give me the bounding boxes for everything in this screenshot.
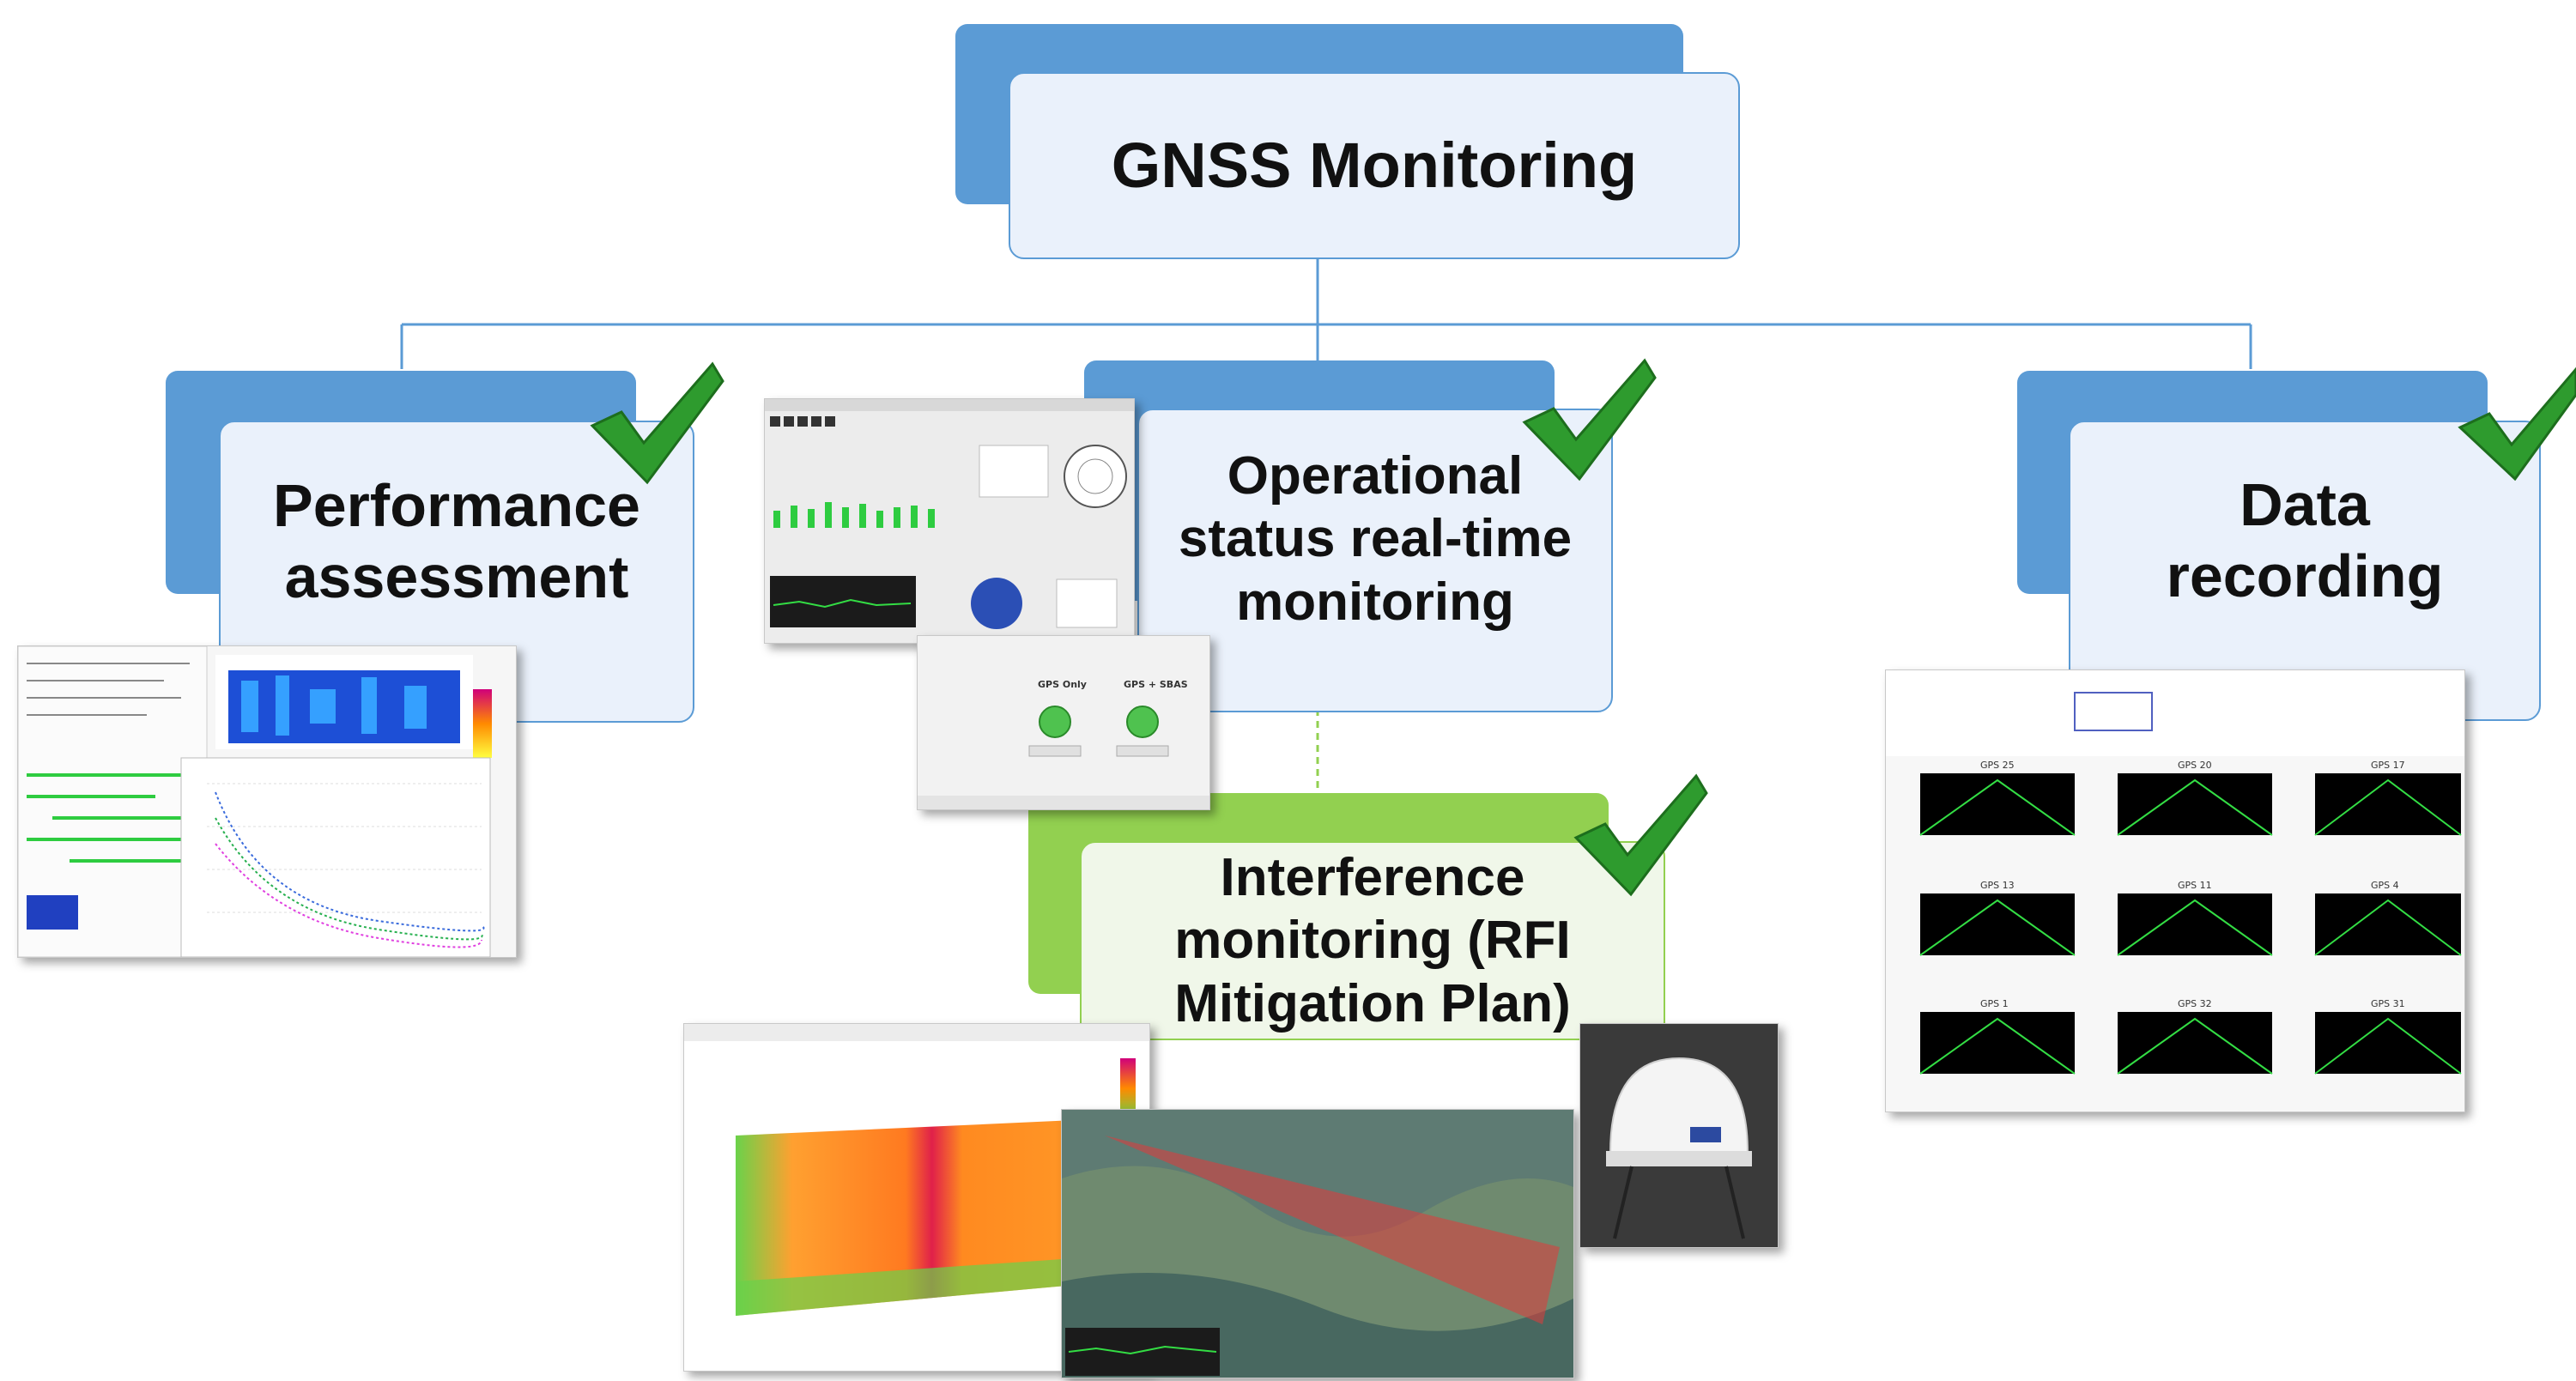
operational-screenshot [764,398,1135,644]
gps-only-label: GPS Only [1038,679,1087,690]
check-icon [2458,366,2576,481]
operational-label-line1: Operational [1227,446,1524,506]
recording-label-line1: Data [2240,471,2370,539]
recording-label-line2: recording [2166,542,2444,609]
grid-cell-label: GPS 20 [2178,760,2212,771]
operational-label-line3: monitoring [1236,572,1514,632]
check-icon [590,361,724,485]
grid-cell-label: GPS 4 [2371,880,2399,891]
interference-node: Interference monitoring (RFI Mitigation … [1080,841,1665,1040]
root-node: GNSS Monitoring [1009,72,1740,259]
root-title: GNSS Monitoring [1111,130,1638,202]
grid-cell-label: GPS 32 [2178,998,2212,1009]
performance-label-line2: assessment [284,543,629,610]
grid-cell-label: GPS 11 [2178,880,2212,891]
antenna-photo [1579,1023,1779,1248]
status-panel-screenshot: GPS Only GPS + SBAS [917,635,1210,810]
recording-screenshot: GPS 25 GPS 20 GPS 17 GPS 13 GPS 11 GPS 4… [1885,669,2465,1112]
performance-screenshot [17,645,517,958]
gps-sbas-label: GPS + SBAS [1124,679,1188,690]
operational-label-line2: status real-time [1178,509,1573,569]
interference-label-line1: Interference [1220,848,1525,908]
grid-cell-label: GPS 25 [1980,760,2015,771]
interference-label-line2: monitoring (RFI [1174,911,1571,971]
grid-cell-label: GPS 13 [1980,880,2015,891]
grid-cell-label: GPS 17 [2371,760,2405,771]
grid-cell-label: GPS 1 [1980,998,2009,1009]
grid-cell-label: GPS 31 [2371,998,2405,1009]
interference-label-line3: Mitigation Plan) [1174,973,1571,1033]
performance-label-line1: Performance [273,472,640,540]
map-screenshot [1061,1109,1574,1378]
check-icon [1522,358,1657,482]
check-icon [1573,773,1708,897]
operational-node: Operational status real-time monitoring [1137,409,1613,712]
